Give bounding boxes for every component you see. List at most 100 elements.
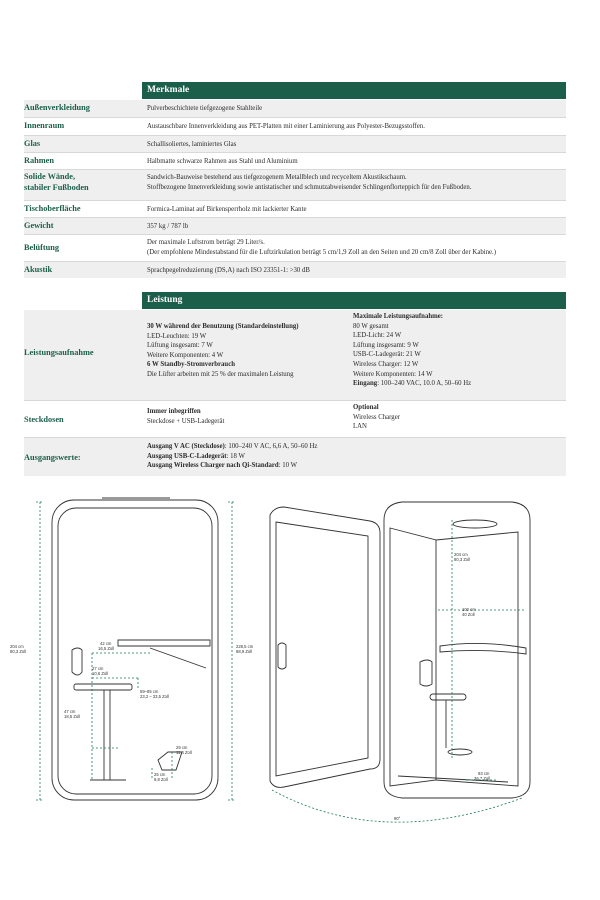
divider	[24, 234, 566, 235]
booth-front-outline	[51, 499, 219, 801]
power-label: Leistungsaufnahme	[24, 348, 94, 357]
power-row: Leistungsaufnahme 30 W während der Benut…	[24, 310, 566, 400]
divider	[24, 217, 566, 218]
door-handle	[277, 642, 287, 670]
spec-line: Wireless Charger: 12 W	[353, 360, 419, 368]
dim-seat-height-in: 23,2 – 33,5 Zoll	[140, 694, 169, 699]
spec-line: Eingang: 100–240 VAC, 10.0 A, 50–60 Hz	[353, 380, 472, 388]
dim-height-right-cm: 228,5 cm	[236, 644, 254, 649]
spec-line: 80 W gesamt	[353, 322, 389, 330]
divider	[24, 200, 566, 201]
stool-front	[71, 647, 83, 676]
feature-value: Formica-Laminat auf Birkensperrholz mit …	[147, 206, 307, 213]
spec-line: Lüftung insgesamt: 7 W	[147, 342, 213, 350]
spec-line: Immer inbegriffen	[147, 408, 201, 415]
dim-height-right-in: 88,9 Zoll	[236, 649, 252, 654]
power-left: 30 W während der Benutzung (Standardeins…	[142, 322, 566, 380]
spec-line: Optional	[353, 404, 379, 411]
dim-step-in: 11,4 Zoll	[176, 750, 192, 755]
feature-label: Gewicht	[24, 221, 54, 230]
spec-line: Maximale Leistungsaufnahme:	[353, 313, 444, 320]
dim-inner-width-cm: 102 cm	[462, 607, 476, 612]
booth-dimension-diagram: 204 cm 80,3 Zoll 228,5 cm 88,9 Zoll 42 c…	[10, 497, 531, 823]
output-line: Ausgang V AC (Steckdose): 100–240 V AC, …	[147, 443, 318, 450]
dim-door-angle: 90°	[394, 816, 401, 821]
feature-value: Austauschbare Innenverkleidung aus PET-P…	[147, 123, 425, 130]
feature-row: Glas Schallisoliertes, laminiertes Glas	[24, 136, 566, 152]
feature-label: Tischoberfläche	[24, 204, 81, 213]
divider	[24, 169, 566, 170]
feature-label: Innenraum	[24, 121, 65, 130]
dim-table-width-in: 16,5 Zoll	[98, 646, 114, 651]
feature-value: Der maximale Luftstrom beträgt 29 Liter/…	[147, 239, 496, 256]
spec-line: LED-Licht: 24 W	[353, 332, 402, 340]
dim-seat-depth-cm: 27 cm	[92, 666, 104, 671]
divider	[24, 261, 566, 262]
feature-label: Solide Wände,stabiler Fußboden	[24, 172, 89, 192]
spec-line: Lüftung insgesamt: 9 W	[353, 341, 419, 349]
feature-row: Belüftung Der maximale Luftstrom beträgt …	[24, 235, 566, 261]
output-label: Ausgangswerte:	[24, 453, 81, 462]
feature-value: Halbmatte schwarze Rahmen aus Stahl und …	[147, 158, 298, 165]
divider	[24, 135, 566, 136]
dim-seat-height-cm: 59–85 cm	[140, 689, 159, 694]
sockets-label: Steckdosen	[24, 415, 64, 424]
feature-label: Akustik	[24, 265, 53, 274]
dim-depth-in: 36,7 Zoll	[474, 776, 490, 781]
spec-line: Die Lüfter arbeiten mit 25 % der maximal…	[147, 370, 294, 378]
spec-line: Steckdose + USB-Ladegerät	[147, 417, 225, 425]
dim-inner-height-in: 80,3 Zoll	[454, 557, 470, 562]
booth-front-inner	[57, 507, 213, 795]
feature-row: Außenverkleidung Pulverbeschichtete tiefg…	[24, 100, 566, 117]
spec-line: 30 W während der Benutzung (Standardeins…	[147, 323, 299, 330]
divider	[24, 117, 566, 118]
divider	[24, 437, 566, 438]
dim-table-height-in: 18,5 Zoll	[64, 714, 80, 719]
feature-label: Belüftung	[24, 243, 60, 252]
stool-side	[419, 659, 433, 687]
dim-inner-width-in: 40 Zoll	[462, 612, 475, 617]
section-heading-performance: Leistung	[142, 292, 566, 309]
spec-line: LED-Leuchten: 19 W	[147, 332, 207, 340]
spec-line: USB-C-Ladegerät: 21 W	[353, 351, 421, 359]
feature-label: Glas	[24, 139, 41, 148]
booth-side-outline	[383, 501, 531, 799]
output-line: Ausgang Wireless Charger nach Qi-Standar…	[147, 462, 298, 470]
feature-value: Pulverbeschichtete tiefgezogene Stahltei…	[147, 105, 263, 112]
spec-line: Weitere Komponenten: 4 W	[147, 351, 224, 359]
spec-line: LAN	[353, 423, 367, 431]
dim-table-width-cm: 42 cm	[100, 641, 112, 646]
feature-row: Tischoberfläche Formica-Laminat auf Birke…	[24, 201, 566, 217]
door-open	[269, 506, 381, 788]
output-values: Ausgang V AC (Steckdose): 100–240 V AC, …	[142, 442, 566, 471]
output-line: Ausgang USB-C-Ladegerät: 18 W	[147, 452, 245, 460]
output-row: Ausgangswerte: Ausgang V AC (Steckdose):…	[24, 438, 566, 476]
feature-row: Gewicht 357 kg / 787 lb	[24, 218, 566, 234]
dim-step-cm: 29 cm	[176, 745, 188, 750]
feature-value: Sandwich-Bauweise bestehend aus tiefgezo…	[147, 174, 472, 191]
spec-line: 6 W Standby-Stromverbrauch	[147, 361, 235, 369]
dim-foot-cm: 25 cm	[154, 772, 166, 777]
dim-seat-depth-in: 10,6 Zoll	[92, 671, 108, 676]
feature-row: Innenraum Austauschbare Innenverkleidung …	[24, 118, 566, 135]
dim-table-height-cm: 47 cm	[64, 709, 76, 714]
dim-height-left-cm: 204 cm	[10, 644, 24, 649]
feature-value: 357 kg / 787 lb	[147, 223, 189, 230]
foot-step	[157, 751, 183, 771]
table-side	[439, 642, 527, 655]
divider	[24, 400, 566, 401]
dim-inner-height-cm: 204 cm	[454, 552, 468, 557]
feature-row: Solide Wände,stabiler Fußboden Sandwich-B…	[24, 170, 566, 200]
divider	[24, 152, 566, 153]
dim-depth-cm: 93 cm	[478, 771, 490, 776]
feature-value: Sprachpegelreduzierung (DS,A) nach ISO 2…	[147, 267, 310, 274]
feature-label: Außenverkleidung	[24, 103, 90, 112]
feature-value: Schallisoliertes, laminiertes Glas	[147, 141, 237, 148]
section-heading-features: Merkmale	[142, 82, 566, 99]
spec-line: Weitere Komponenten: 14 W	[353, 370, 433, 378]
